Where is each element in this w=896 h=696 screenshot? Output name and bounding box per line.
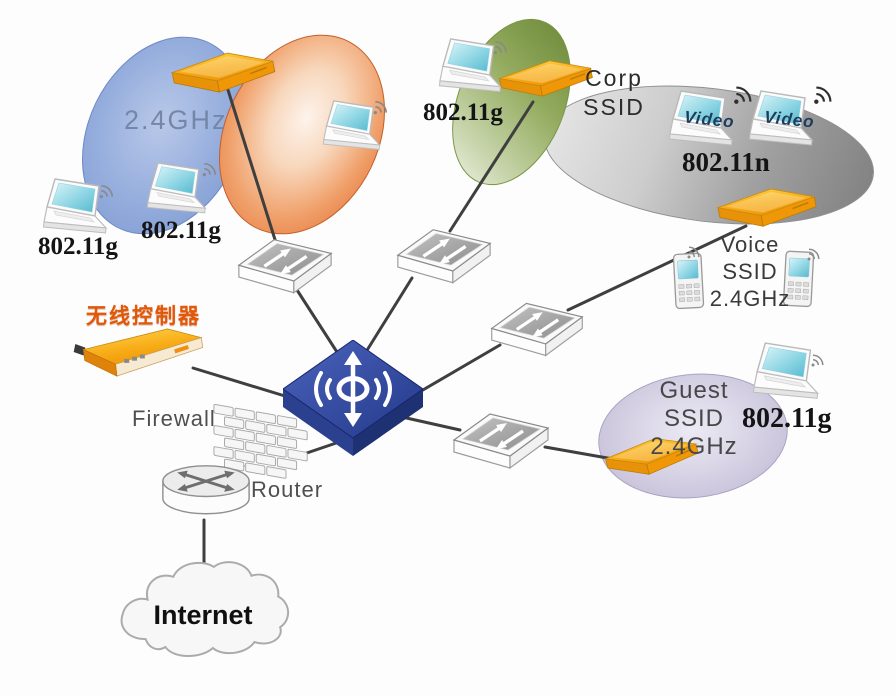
voice-ssid-line2: SSID (722, 259, 778, 284)
label-laptop-far-left: 802.11g (38, 233, 118, 260)
link-ap1-switch1 (226, 88, 279, 248)
label-wireless-controller: 无线控制器 (86, 305, 201, 328)
voice-ssid-line1: Voice (720, 232, 780, 257)
access-point-24ghz (166, 50, 281, 101)
wifi-icon (201, 158, 221, 178)
lan-switch-1 (231, 224, 339, 297)
link-ap2-switch2 (448, 100, 535, 233)
wifi-icon (372, 96, 392, 116)
wifi-icon (98, 180, 118, 200)
corp-ssid-line1: Corp (585, 65, 643, 91)
label-laptop-left: 802.11g (141, 217, 221, 244)
access-point-80211n (712, 186, 822, 235)
label-laptop-corp: 802.11g (423, 99, 503, 126)
router-icon (160, 462, 252, 523)
link-ap3-switch3 (566, 224, 748, 312)
wifi-icon (812, 80, 838, 106)
label-guest-ssid: Guest SSID 2.4GHz (628, 377, 760, 461)
wireless-controller (69, 326, 209, 394)
label-internet: Internet (153, 600, 253, 630)
link-switch3-core (414, 343, 502, 396)
corp-ssid-line2: SSID (583, 94, 645, 120)
label-voice-ssid: Voice SSID 2.4GHz (698, 231, 802, 312)
label-24ghz-zone: 2.4GHz (124, 105, 228, 135)
lan-switch-4 (446, 398, 556, 472)
lan-switch-2 (390, 214, 498, 287)
voice-ssid-line3: 2.4GHz (709, 286, 791, 311)
guest-ssid-line1: Guest (659, 377, 729, 404)
wifi-icon (732, 80, 758, 106)
label-corp-ssid: Corp SSID (572, 64, 656, 122)
wifi-icon (806, 244, 824, 262)
label-firewall: Firewall (132, 406, 216, 431)
guest-ssid-line2: SSID (663, 405, 724, 432)
wifi-icon (492, 36, 512, 56)
guest-ssid-line3: 2.4GHz (650, 433, 738, 460)
label-laptop-guest: 802.11g (742, 403, 832, 434)
link-core-switch4 (400, 415, 462, 432)
lan-switch-3 (484, 288, 590, 359)
link-controller-core (191, 366, 300, 402)
label-router: Router (251, 477, 324, 502)
label-80211n: 802.11n (682, 147, 770, 177)
wifi-icon (810, 350, 828, 368)
